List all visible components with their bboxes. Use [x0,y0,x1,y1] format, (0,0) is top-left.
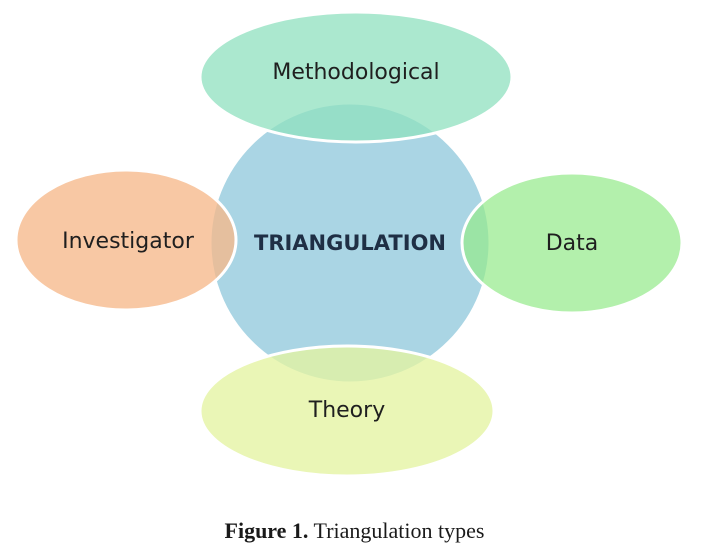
figure-caption: Figure 1. Triangulation types [0,518,709,544]
theory-node: Theory [198,344,496,478]
triangulation-diagram: TRIANGULATION Investigator Data Methodol… [14,10,684,478]
methodological-node: Methodological [198,10,514,144]
investigator-label: Investigator [62,229,195,254]
methodological-label: Methodological [272,60,439,85]
data-ellipse [460,171,684,315]
methodological-ellipse [198,10,514,144]
caption-text: Triangulation types [313,518,485,543]
data-label: Data [546,231,599,256]
theory-ellipse [198,344,496,478]
caption-prefix: Figure 1. [224,518,309,543]
theory-label: Theory [308,398,385,423]
investigator-ellipse [14,168,238,312]
investigator-node: Investigator [14,168,238,312]
center-node: TRIANGULATION [208,101,492,385]
data-node: Data [460,171,684,315]
center-label: TRIANGULATION [254,231,446,255]
triangulation-svg: TRIANGULATION Investigator Data Methodol… [14,10,684,478]
